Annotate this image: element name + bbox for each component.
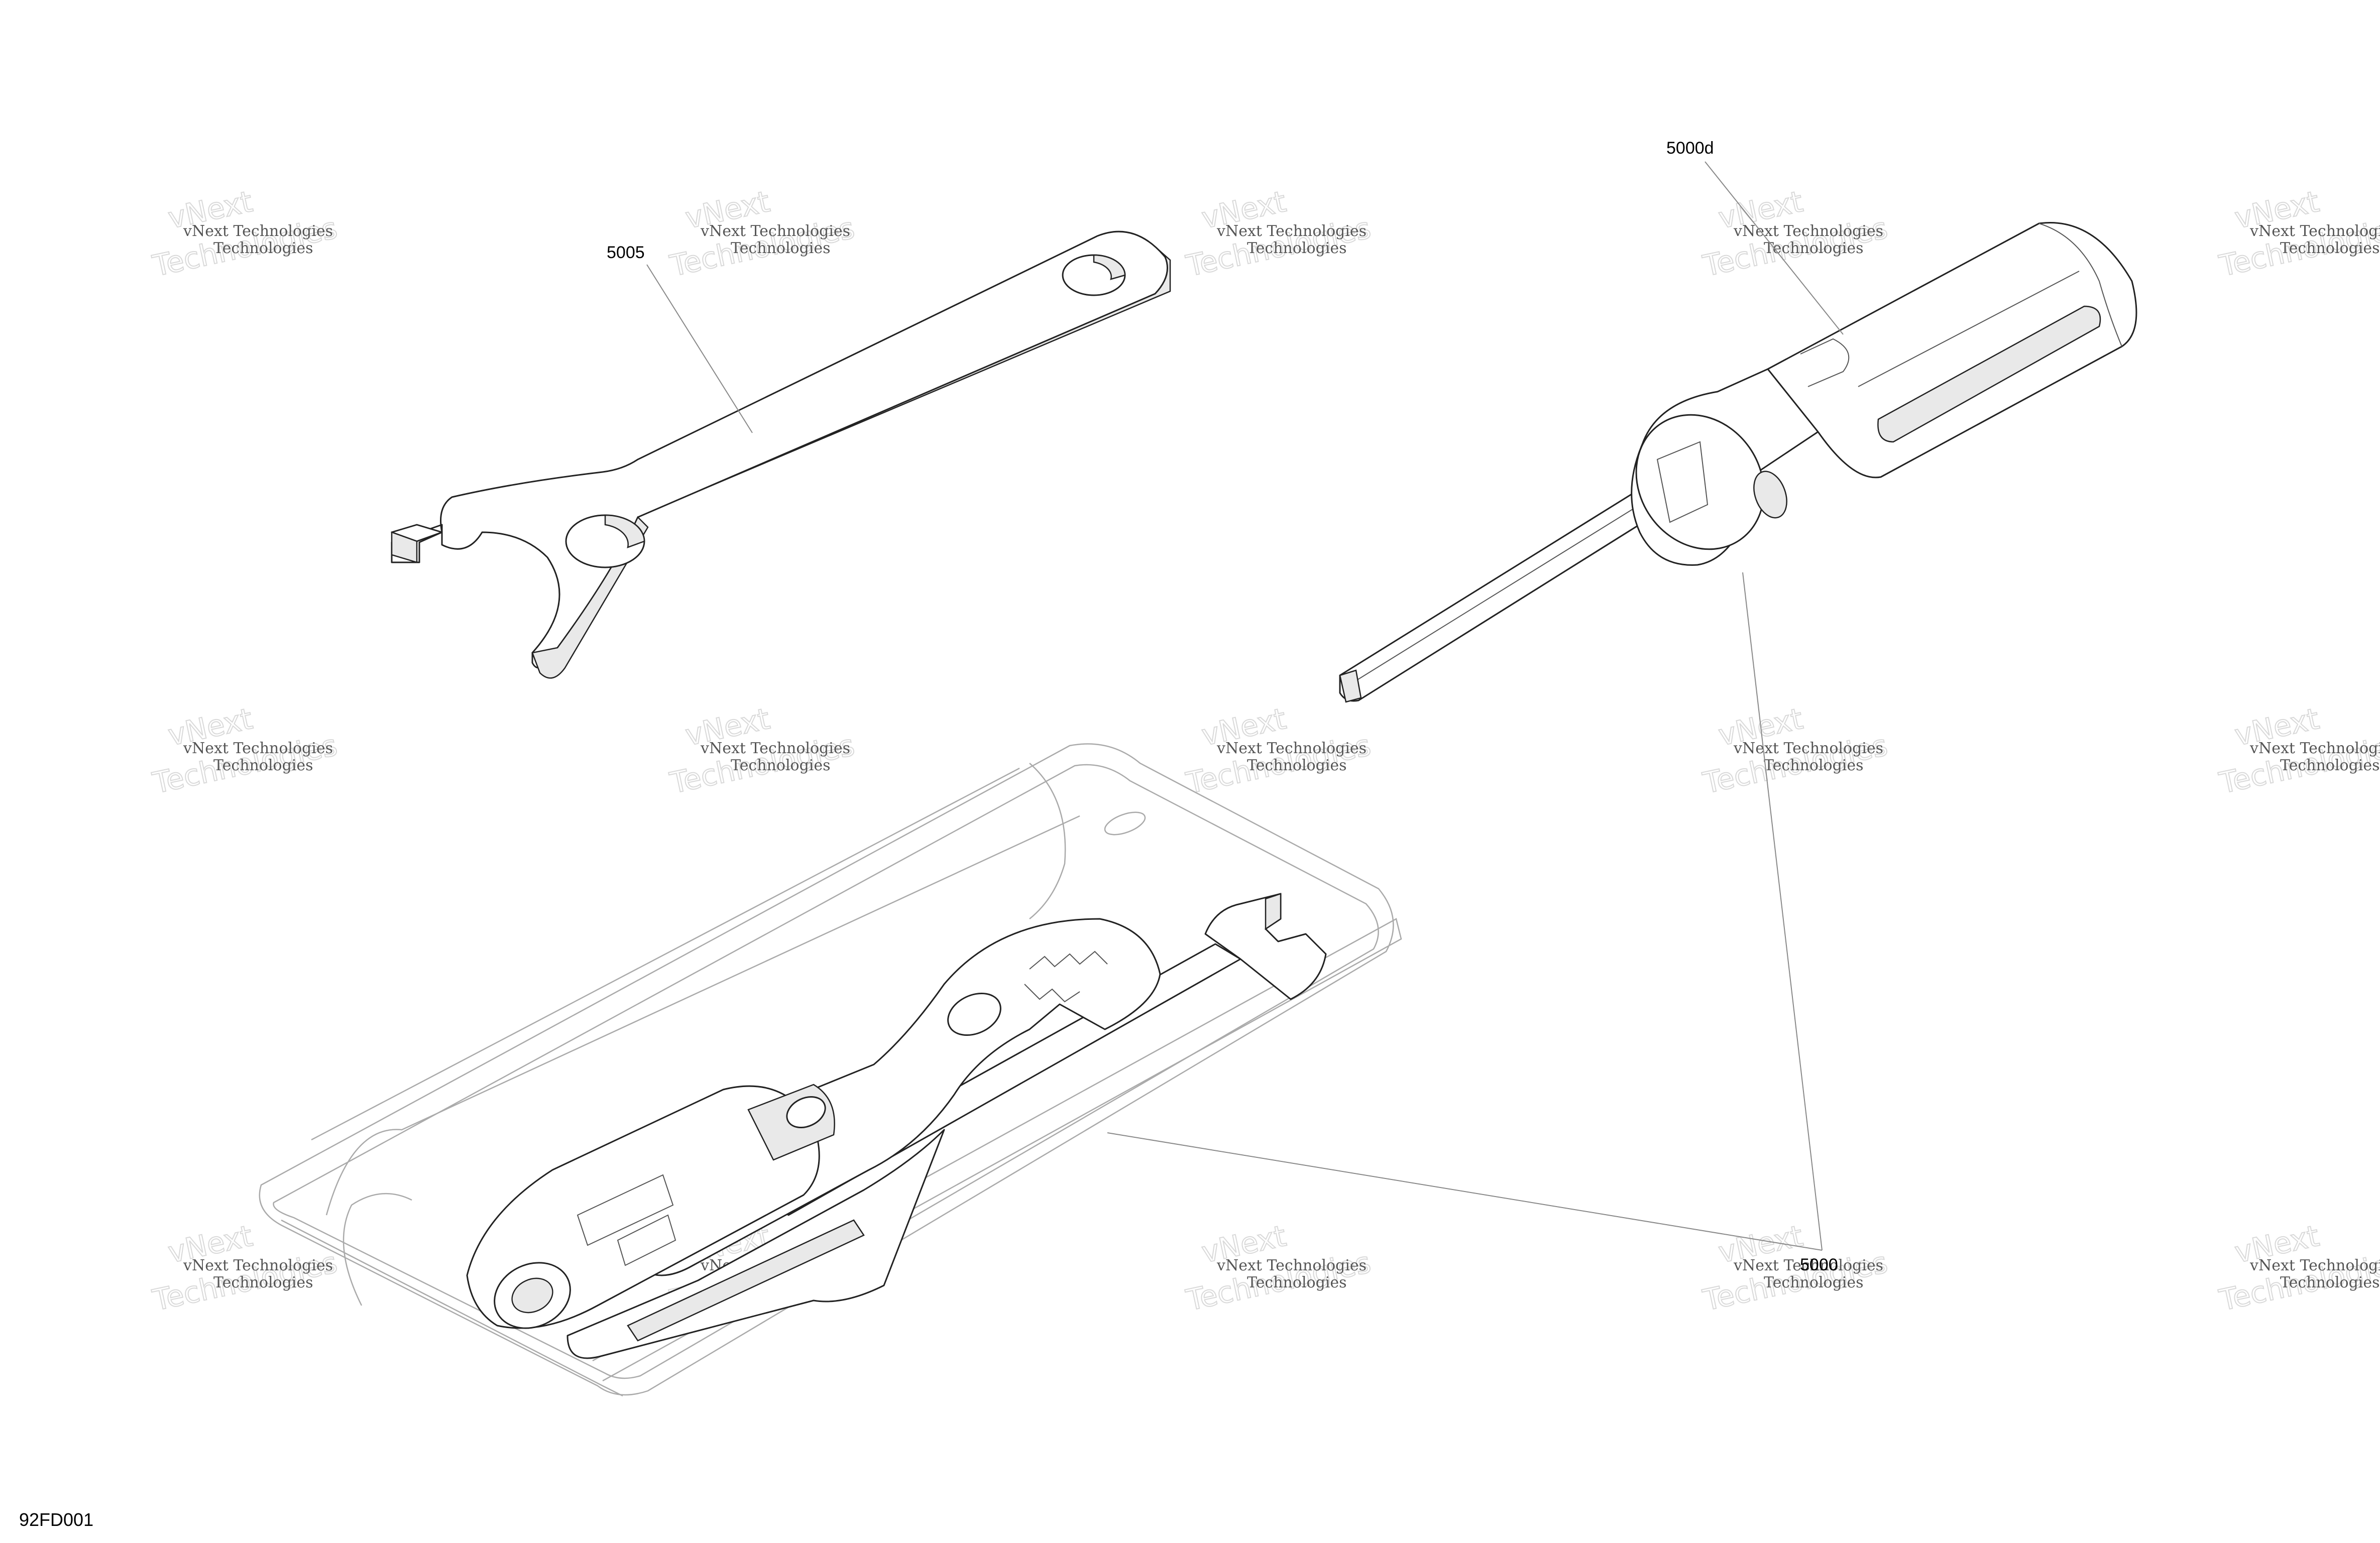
watermark-line: Technologies	[2280, 1274, 2380, 1291]
watermark-line: Technologies	[731, 240, 831, 257]
watermark-line: Technologies	[213, 757, 313, 774]
watermark-line: vNext Technologies	[183, 740, 333, 757]
watermark-line: vNext Technologies	[1216, 740, 1367, 757]
callout-5000d[interactable]: 5000d	[1666, 139, 1714, 158]
diagram-code: 92FD001	[19, 1509, 94, 1530]
watermark-line: Technologies	[1764, 1274, 1864, 1291]
watermark-line: vNext Technologies	[183, 1257, 333, 1274]
watermark-line: vNext Technologies	[2249, 1257, 2380, 1274]
spanner-wrench	[391, 230, 1171, 679]
watermark-line: Technologies	[213, 1274, 313, 1291]
screwdriver	[1339, 222, 2137, 703]
watermark-line: vNext Technologies	[1216, 222, 1367, 240]
watermark-line: vNext Technologies	[700, 740, 850, 757]
callout-5000[interactable]: 5000	[1800, 1255, 1838, 1274]
watermark-line: Technologies	[1247, 240, 1347, 257]
watermark-line: Technologies	[2280, 757, 2380, 774]
tool-kit-blister-pack	[259, 743, 1402, 1397]
watermark-line: Technologies	[2280, 240, 2380, 257]
watermark-line: vNext Technologies	[1733, 740, 1883, 757]
watermark-line: vNext Technologies	[1216, 1257, 1367, 1274]
watermark-line: Technologies	[1247, 757, 1347, 774]
watermark-line: vNext Technologies	[700, 222, 850, 240]
watermark-line: vNext Technologies	[183, 222, 333, 240]
watermark-line: vNext Technologies	[2249, 740, 2380, 757]
watermark-line: Technologies	[213, 240, 313, 257]
watermark-line: Technologies	[731, 757, 831, 774]
watermark-line: vNext Technologies	[2249, 222, 2380, 240]
watermark-line: vNext Technologies	[1733, 222, 1883, 240]
watermark-line: Technologies	[1764, 240, 1864, 257]
callout-5005[interactable]: 5005	[607, 243, 645, 262]
leader-lines	[646, 161, 1844, 1251]
watermark-line: Technologies	[1764, 757, 1864, 774]
watermark-line: Technologies	[1247, 1274, 1347, 1291]
watermark-line: vNext Technologies	[1733, 1257, 1883, 1274]
